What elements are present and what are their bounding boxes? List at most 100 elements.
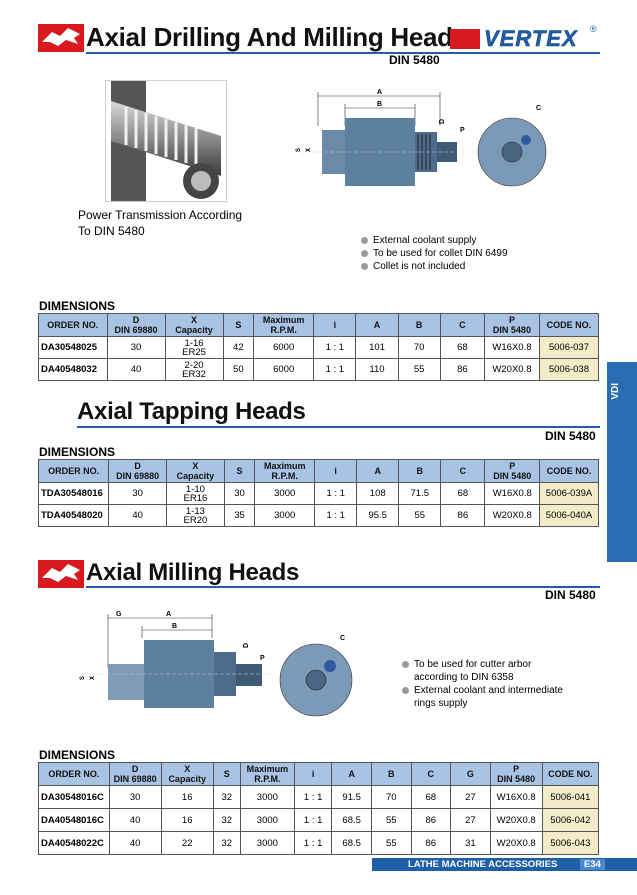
table-cell: 55 — [398, 504, 442, 527]
section-rule-drilling — [86, 52, 600, 54]
column-header-line: DIN 5480 — [497, 774, 536, 784]
cell-line: 1-16 — [184, 337, 204, 349]
column-header-line: P — [508, 315, 515, 325]
column-header: C — [440, 459, 486, 483]
table-cell: 1 : 1 — [313, 358, 357, 381]
table-cell: 1 : 1 — [293, 831, 333, 855]
column-header-line: D — [134, 461, 141, 471]
order-number-cell: TDA30548016 — [37, 482, 110, 505]
table-cell: W16X0.8 — [484, 336, 540, 359]
column-header: A — [331, 762, 372, 786]
table-cell: 1 : 1 — [314, 482, 358, 505]
column-header-line: C — [459, 466, 467, 476]
column-header: ORDER NO. — [38, 313, 108, 337]
table-cell: 3000 — [239, 808, 295, 832]
table-cell: 3000 — [254, 482, 316, 505]
dim-label-p-bottom: P — [260, 655, 265, 662]
column-header-line: A — [373, 320, 381, 330]
column-header-line: X — [191, 315, 198, 325]
table-cell: 32 — [212, 808, 241, 832]
feature-item: To be used for collet DIN 6499 — [361, 247, 508, 260]
cell-line: 1-13 — [185, 505, 205, 517]
page-number: E34 — [580, 859, 605, 870]
column-header-line: P — [513, 764, 520, 774]
table-cell: 31 — [450, 831, 491, 855]
cell-line: ER32 — [182, 368, 206, 380]
section-title-tapping: Axial Tapping Heads — [77, 398, 306, 425]
table-cell: 32 — [212, 831, 241, 855]
dim-label-a-bottom: A — [166, 611, 171, 618]
table-cell: 3000 — [239, 785, 295, 809]
table-cell: 68.5 — [331, 808, 372, 832]
column-header: B — [398, 459, 442, 483]
column-header-line: ORDER NO. — [47, 320, 99, 330]
table-cell: 86 — [410, 808, 452, 832]
cell-line: ER20 — [183, 514, 208, 526]
table-cell: 95.5 — [356, 504, 400, 527]
footer-title: LATHE MACHINE ACCESSORIES — [408, 859, 558, 870]
dimensions-label-milling: DIMENSIONS — [39, 748, 116, 762]
dim-label-d-bottom: D — [243, 643, 250, 648]
code-number-cell: 5006-038 — [538, 358, 600, 381]
column-header-line: B — [387, 769, 395, 779]
column-header-line: G — [466, 769, 474, 779]
feature-item-cont: according to DIN 6358 — [414, 672, 514, 683]
cell-line: 2-20 — [184, 359, 204, 371]
column-header-line: Capacity — [168, 774, 206, 784]
photo-caption-line-2: To DIN 5480 — [78, 224, 145, 238]
table-cell: 40 — [106, 358, 166, 381]
din-label-tapping: DIN 5480 — [545, 429, 596, 443]
feature-item: Collet is not included — [361, 260, 508, 273]
table-cell: 68 — [439, 336, 486, 359]
column-header-line: B — [416, 466, 424, 476]
table-cell: 40 — [108, 831, 162, 855]
cell-line: ER25 — [182, 346, 206, 358]
table-cell: 40 — [108, 504, 167, 527]
footer-bar — [372, 858, 637, 871]
column-header-line: D — [131, 764, 139, 774]
table-cell: 50 — [222, 358, 255, 381]
table-cell: 55 — [370, 831, 412, 855]
feature-list-drilling: External coolant supply To be used for c… — [361, 234, 508, 273]
feature-item: To be used for cutter arbor — [402, 658, 563, 671]
column-header-line: C — [427, 769, 435, 779]
technical-drawing-drilling: A B S X D P C — [296, 89, 547, 187]
column-header: S — [222, 313, 255, 337]
column-header: ORDER NO. — [37, 459, 110, 483]
column-header: G — [450, 762, 491, 786]
table-cell: 30 — [223, 482, 256, 505]
order-number-cell: DA40548022C — [38, 831, 110, 855]
table-cell: W16X0.8 — [484, 482, 541, 505]
table-cell: 6000 — [253, 358, 315, 381]
column-header-line: S — [236, 466, 243, 476]
section-rule-tapping — [77, 426, 600, 428]
table-cell: 16 — [160, 808, 214, 832]
column-header-line: P — [509, 461, 516, 471]
vertex-eagle-icon — [450, 29, 480, 49]
column-header: CODE NO. — [541, 762, 600, 786]
dim-label-a-top: A — [377, 89, 382, 96]
order-number-cell: DA40548016C — [38, 808, 110, 832]
dim-label-g-bottom: G — [116, 611, 122, 618]
photo-caption-line-1: Power Transmission According — [78, 208, 243, 222]
din-label-milling: DIN 5480 — [545, 588, 596, 602]
eagle-logo-icon — [38, 24, 84, 52]
column-header-line: X — [192, 461, 199, 471]
column-header-line: Maximum — [246, 764, 289, 774]
table-cell: 16 — [160, 785, 214, 809]
table-cell: 86 — [410, 831, 452, 855]
column-header-line: DIN 69880 — [116, 471, 160, 481]
column-header: i — [293, 762, 333, 786]
code-number-cell: 5006-042 — [541, 808, 600, 832]
order-number-cell: DA30548025 — [38, 336, 108, 359]
product-photo — [105, 80, 227, 202]
